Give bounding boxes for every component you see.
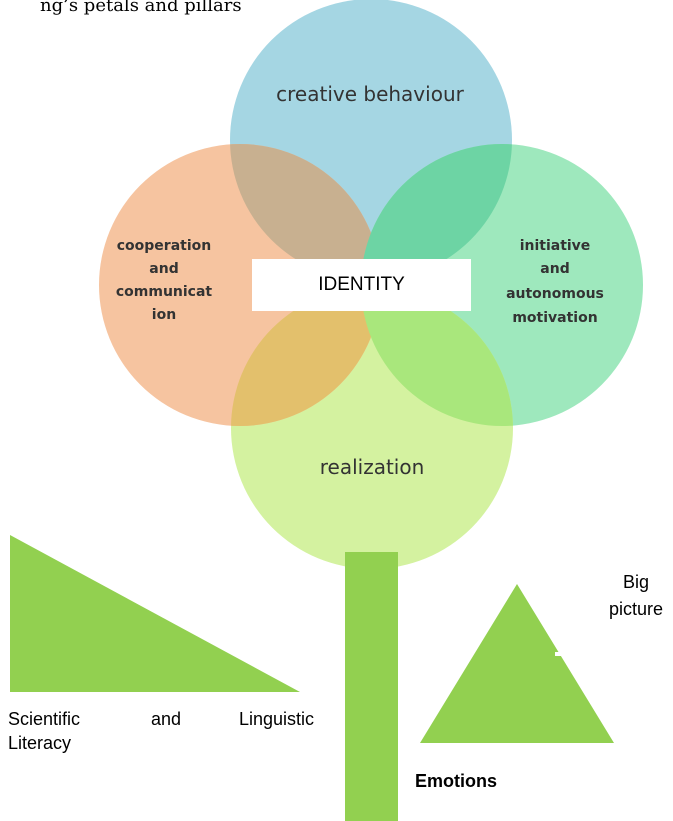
triangle-notch	[555, 652, 569, 656]
left-label-word-3: Linguistic	[239, 709, 314, 729]
stem-label: Emotions	[415, 771, 497, 791]
right-triangle-pillar	[420, 584, 614, 743]
overlap-bottom-left	[231, 287, 381, 426]
petal-bottom-label: realization	[320, 455, 425, 479]
left-triangle-pillar	[10, 535, 300, 692]
petal-left-line: cooperation	[117, 238, 211, 254]
petal-right-label: initiative and autonomous motivation	[506, 238, 604, 326]
petal-top-label: creative behaviour	[276, 82, 464, 106]
petal-left-line: communicat	[116, 284, 213, 300]
petal-left-line: and	[149, 261, 178, 277]
overlap-bottom-right	[361, 287, 513, 426]
overlap-top-left	[230, 144, 381, 281]
identity-label: IDENTITY	[252, 259, 471, 311]
petal-right-line: and	[540, 261, 569, 277]
caption-fragment: ng’s petals and pillars	[40, 0, 242, 16]
petal-left-line: ion	[152, 307, 176, 323]
petal-right-line: initiative	[520, 238, 591, 254]
petal-left-label: cooperation and communicat ion	[116, 238, 213, 323]
right-label-line-2: picture	[609, 599, 663, 619]
petal-right-line: autonomous	[506, 286, 604, 302]
left-label-word-2: and	[151, 709, 181, 729]
overlap-top-right	[361, 144, 512, 281]
left-label-word-1: Scientific	[8, 709, 80, 729]
stem-pillar	[345, 552, 398, 821]
petal-right-line: motivation	[512, 310, 597, 326]
left-label-line-2: Literacy	[8, 733, 71, 753]
right-label-line-1: Big	[623, 572, 649, 592]
